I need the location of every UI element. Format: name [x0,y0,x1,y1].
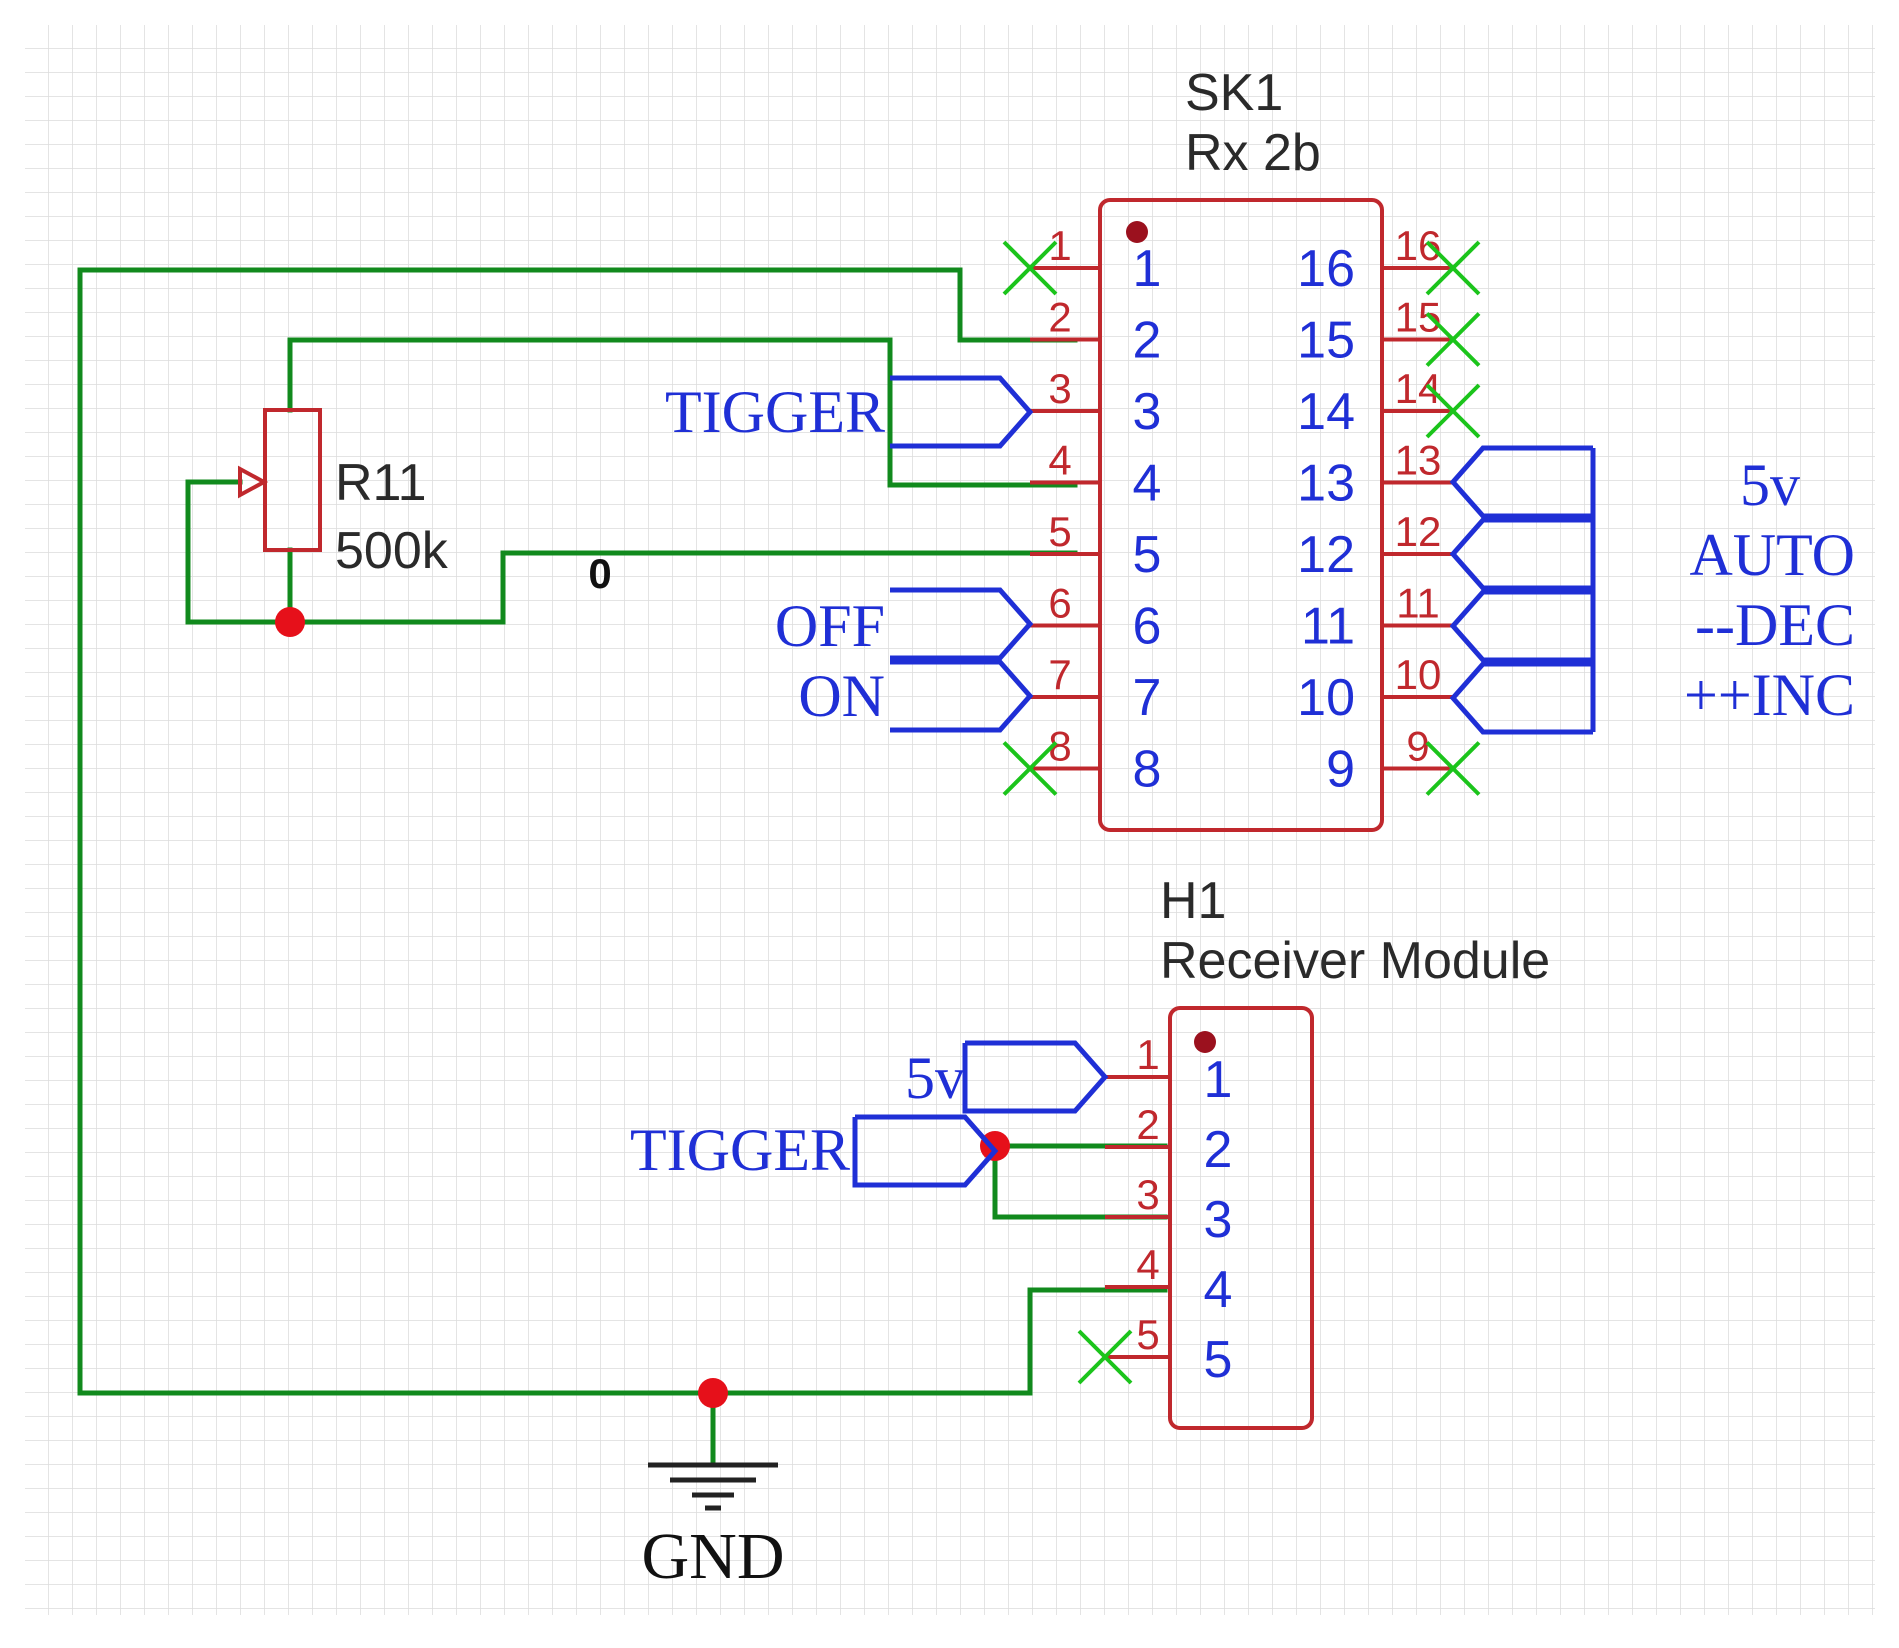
sk1-no-connect-icon[interactable] [1002,741,1058,796]
h1-pin-label: 5 [1204,1331,1233,1389]
net-flags: TIGGER OFF ON 5v AUTO --DEC ++INC 5v TIG… [630,375,1855,1188]
junction-r11-bottom[interactable] [275,607,305,637]
netflag-inc[interactable] [1449,661,1593,735]
netflag-trigger-h1-label: TIGGER [630,1117,850,1183]
r11-wiper-arrow-icon [238,465,269,499]
sk1-connector[interactable] [1098,198,1384,832]
sk1-right-pin-label: 12 [1297,526,1355,584]
sk1-right-pin-label: 13 [1297,455,1355,513]
sk1-ref-label: SK1 [1185,64,1283,122]
sk1-no-connect-icon[interactable] [1425,741,1481,796]
r11-body [263,408,322,552]
wire-r11-wiper-loop[interactable] [185,479,1078,625]
sk1-right-pin-label: 11 [1301,598,1355,656]
h1-value-label: Receiver Module [1160,932,1550,990]
sk1-body [1098,198,1384,832]
sk1-right-pin-label: 14 [1297,383,1355,441]
sk1-right-pin-label: 10 [1297,669,1355,727]
h1-pin-label: 3 [1204,1191,1233,1249]
h1-no-connect-icon[interactable] [1077,1329,1133,1385]
h1-pin-label: 4 [1204,1261,1233,1319]
sk1-no-connect-icon[interactable] [1002,240,1058,296]
wire-r11-top-to-sk1-pin4[interactable] [287,337,1078,488]
r11-potentiometer[interactable] [238,408,322,552]
sk1-left-pin-number: 8 [1048,723,1071,770]
netflag-trigger-top[interactable] [890,375,1034,449]
h1-ref-label: H1 [1160,872,1226,930]
sk1-left-pin-label: 4 [1133,455,1162,513]
netflag-5v-h1-label: 5v [905,1045,965,1111]
h1-pin-number: 2 [1136,1101,1159,1148]
sk1-left-pin-label: 3 [1133,383,1162,441]
sk1-right-pin-number: 11 [1396,580,1440,627]
sk1-left-pin-number: 7 [1048,651,1071,698]
netflag-auto-label: AUTO [1689,522,1855,588]
sk1-right-pin-label: 9 [1326,741,1355,799]
netflag-trigger-top-label: TIGGER [665,379,885,445]
h1-pin-number: 3 [1136,1171,1159,1218]
sk1-left-pin-label: 6 [1133,598,1162,656]
netflag-5v-right[interactable] [1449,445,1593,519]
sk1-left-pin-number: 4 [1048,437,1071,484]
junction-gnd[interactable] [698,1378,728,1408]
sk1-right-pin-number: 16 [1395,222,1442,269]
sk1-left-pin-number: 1 [1048,222,1071,269]
sk1-left-pin-label: 8 [1133,741,1162,799]
netflag-dec-label: --DEC [1695,592,1855,658]
sk1-value-label: Rx 2b [1185,124,1321,182]
wire-gnd-to-sk1-pin2[interactable] [77,267,1168,1396]
sk1-left-pin-label: 5 [1133,526,1162,584]
sk1-left-pin-label: 2 [1133,312,1162,370]
junction-h1-trigger[interactable] [980,1131,1010,1161]
r11-value-label: 500k [335,522,449,580]
sk1-right-pin-number: 12 [1395,508,1442,555]
sk1-right-pin-number: 13 [1395,437,1442,484]
sk1-left-pin-label: 1 [1133,240,1162,298]
netflag-5v-right-label: 5v [1740,452,1800,518]
sk1-right-pin-number: 9 [1406,723,1429,770]
sk1-left-pin-number: 6 [1048,580,1071,627]
junctions [275,607,1010,1408]
sk1-no-connect-icon[interactable] [1425,312,1481,367]
h1-pin-number: 5 [1136,1311,1159,1358]
wire-marker: 0 [588,550,611,597]
netflag-off[interactable] [890,587,1034,661]
netflag-inc-label: ++INC [1684,662,1855,728]
netflag-on[interactable] [890,659,1034,733]
sk1-left-pin-number: 3 [1048,365,1071,412]
netflag-off-label: OFF [775,593,885,659]
sk1-right-pin-number: 14 [1395,365,1442,412]
wire-h1-pin2-pin3[interactable] [992,1143,1168,1220]
netflag-auto[interactable] [1449,517,1593,591]
h1-pin-label: 1 [1204,1051,1233,1109]
sk1-no-connect-icon[interactable] [1425,240,1481,296]
sk1-right-pin-label: 15 [1297,312,1355,370]
sk1-pin1-marker [1126,221,1148,243]
sk1-left-pin-label: 7 [1133,669,1162,727]
netflag-trigger-h1[interactable] [852,1114,999,1188]
grid-background [25,25,1875,1615]
h1-pin-label: 2 [1204,1121,1233,1179]
h1-pin-number: 4 [1136,1241,1159,1288]
ground-symbol[interactable] [648,1462,778,1511]
netflag-dec[interactable] [1449,589,1593,663]
sk1-no-connect-icon[interactable] [1425,383,1481,439]
h1-pin1-marker [1194,1031,1216,1053]
sk1-right-pin-number: 10 [1395,651,1442,698]
h1-pin-number: 1 [1136,1031,1159,1078]
sk1-right-pin-number: 15 [1395,294,1442,341]
sk1-left-pin-number: 2 [1048,294,1071,341]
gnd-label: GND [642,1520,785,1593]
r11-ref-label: R11 [335,454,427,512]
sk1-left-pin-number: 5 [1048,508,1071,555]
netflag-on-label: ON [798,663,885,729]
netflag-5v-h1[interactable] [962,1040,1109,1114]
sk1-right-pin-label: 16 [1297,240,1355,298]
